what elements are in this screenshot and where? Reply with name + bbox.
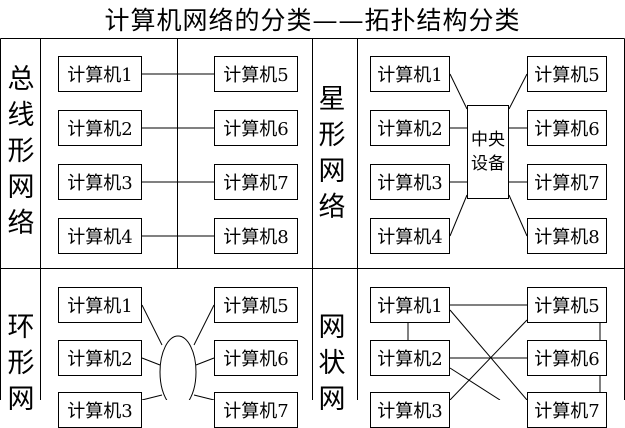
bus-computer-box: 计算机4 <box>58 218 142 254</box>
star-computer-box: 计算机3 <box>370 164 450 200</box>
star-computer-box: 计算机5 <box>527 56 607 92</box>
star-computer-box: 计算机2 <box>370 110 450 146</box>
ring-link-line <box>195 357 215 366</box>
star-computer-box: 计算机1 <box>370 56 450 92</box>
ring-link-line <box>141 394 163 400</box>
mesh-link-line <box>449 309 528 400</box>
bus-computer-box: 计算机3 <box>58 164 142 200</box>
star-computer-box: 计算机6 <box>527 110 607 146</box>
bus-computer-box: 计算机7 <box>214 164 298 200</box>
ring-link-line <box>141 304 163 346</box>
central-device-box: 中央设备 <box>467 105 509 199</box>
bus-label-char: 络 <box>7 208 35 239</box>
mesh-computer-box: 计算机2 <box>370 340 450 376</box>
mesh-computer-box: 计算机1 <box>370 287 450 323</box>
mesh-label-char: 网 <box>318 312 346 343</box>
star-computer-box: 计算机8 <box>527 218 607 254</box>
star-label-char: 星 <box>318 84 346 115</box>
ring-link-line <box>141 357 161 366</box>
mesh-link-line <box>449 319 528 400</box>
bus-computer-box: 计算机5 <box>214 56 298 92</box>
bus-label-char: 网 <box>7 172 35 203</box>
star-link-line <box>449 73 468 110</box>
bus-network-label: 总 线 形 网 络 <box>6 62 36 242</box>
mesh-computer-box: 计算机6 <box>527 340 607 376</box>
mesh-computer-box: 计算机7 <box>527 392 607 428</box>
mesh-link-line <box>449 367 501 400</box>
mesh-computer-box: 计算机3 <box>370 392 450 428</box>
ring-label-char: 环 <box>7 312 35 343</box>
ring-link-line <box>193 394 215 400</box>
bus-computer-box: 计算机2 <box>58 110 142 146</box>
star-network-label: 星 形 网 络 <box>317 82 347 226</box>
bus-computer-box: 计算机6 <box>214 110 298 146</box>
ring-computer-box: 计算机3 <box>58 392 142 428</box>
star-link-line <box>508 194 528 237</box>
central-device-label: 中央设备 <box>471 130 505 174</box>
star-link-line <box>508 73 528 110</box>
mesh-network-label: 网 状 网 <box>317 310 347 418</box>
diagram-title: 计算机网络的分类——拓扑结构分类 <box>104 6 521 35</box>
ring-label-char: 网 <box>7 384 35 415</box>
ring-computer-box: 计算机2 <box>58 340 142 376</box>
ring-label-char: 形 <box>7 348 35 379</box>
ring-network-label: 环 形 网 <box>6 310 36 418</box>
star-label-char: 形 <box>318 120 346 151</box>
topology-diagram: 计算机网络的分类——拓扑结构分类 总 线 形 网 络 星 形 网 络 环 形 网… <box>0 6 625 428</box>
ring-computer-box: 计算机7 <box>214 392 298 428</box>
mesh-label-char: 状 <box>318 348 346 379</box>
mesh-computer-box: 计算机5 <box>527 287 607 323</box>
star-link-line <box>449 194 468 237</box>
bus-label-char: 线 <box>7 100 35 131</box>
ring-ellipse <box>159 335 197 400</box>
star-label-char: 络 <box>318 192 346 223</box>
star-computer-box: 计算机7 <box>527 164 607 200</box>
mesh-label-char: 网 <box>318 384 346 415</box>
star-label-char: 网 <box>318 156 346 187</box>
bus-label-char: 总 <box>7 64 35 95</box>
ring-link-line <box>193 304 215 346</box>
ring-computer-box: 计算机6 <box>214 340 298 376</box>
bus-label-char: 形 <box>7 136 35 167</box>
ring-computer-box: 计算机1 <box>58 287 142 323</box>
star-computer-box: 计算机4 <box>370 218 450 254</box>
ring-computer-box: 计算机5 <box>214 287 298 323</box>
bus-computer-box: 计算机1 <box>58 56 142 92</box>
bus-computer-box: 计算机8 <box>214 218 298 254</box>
